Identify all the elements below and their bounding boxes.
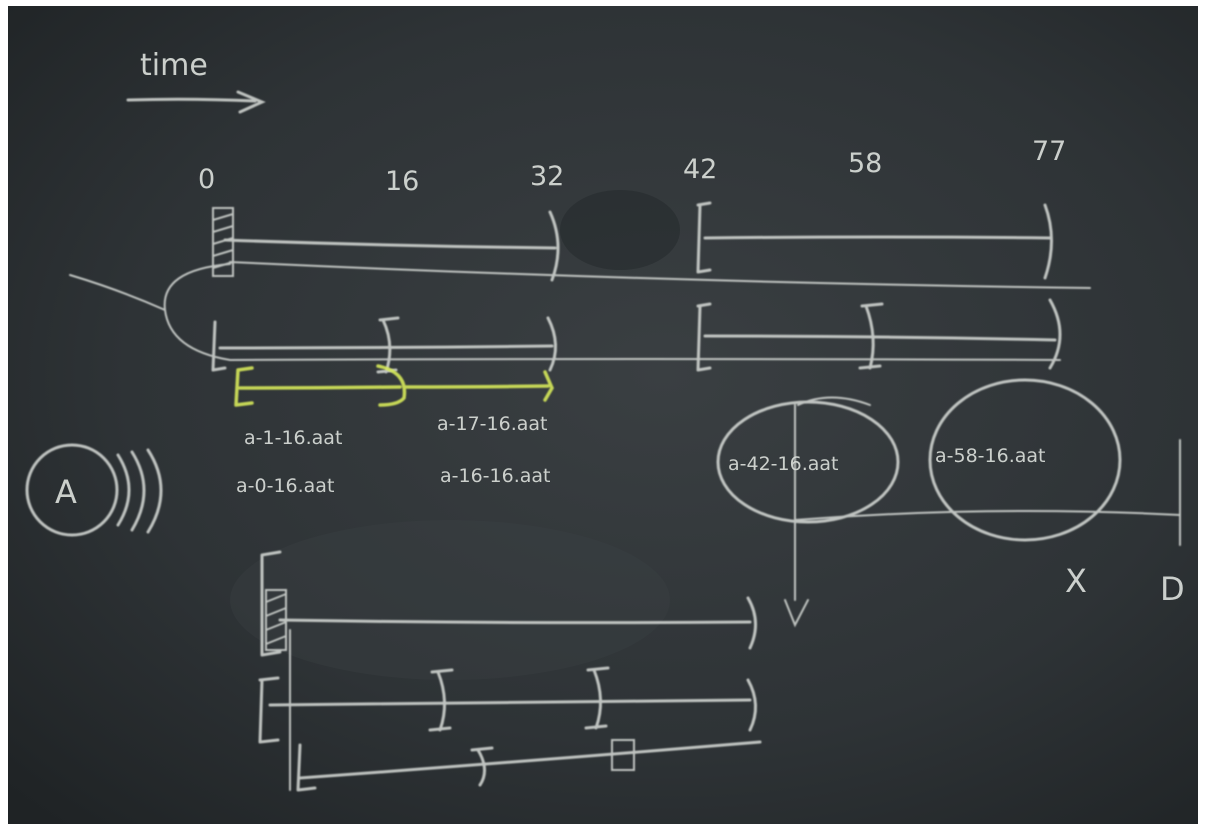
yellow-segment-a [238, 385, 402, 390]
tick-label-42: 42 [683, 154, 717, 185]
yellow-segment-b [403, 384, 550, 389]
grouping-loop [163, 263, 1061, 362]
file-label-circled: a-42-16.aat [728, 453, 838, 475]
axis-vertical [784, 404, 809, 628]
tick-label-58: 58 [848, 148, 882, 179]
tick-label-16: 16 [385, 166, 419, 197]
segment-0-32-row2 [218, 344, 554, 350]
smudge [560, 190, 680, 270]
split-bottom-2a [428, 668, 454, 732]
ripple [130, 450, 146, 532]
time-arrow-head [236, 90, 266, 114]
bracket-42-row2 [696, 302, 712, 372]
ripple [116, 453, 131, 527]
segment-bottom-2 [268, 698, 752, 707]
hatched-block-0 [212, 207, 234, 277]
circle-file-58 [928, 378, 1122, 542]
grouping-tail [69, 274, 166, 311]
bracket-0-row2 [211, 320, 227, 372]
segment-bottom-3 [298, 740, 762, 780]
time-arrow-line [126, 97, 257, 103]
board-surface [8, 6, 1198, 824]
file-label: a-0-16.aat [236, 475, 334, 497]
yellow-bracket-start [234, 366, 254, 407]
grouping-line-top [229, 261, 1091, 289]
split-bottom-3b [611, 739, 635, 771]
bracket-77-row2 [1048, 298, 1062, 370]
file-label: a-16-16.aat [440, 465, 550, 487]
segment-42-77-row2 [703, 334, 1057, 342]
circle-a [25, 443, 119, 537]
bracket-bottom-2-end [746, 678, 757, 732]
segment-bottom-1 [278, 618, 752, 625]
axis-horizontal [794, 510, 1181, 521]
bracket-32-row2 [546, 316, 557, 372]
segment-42-77 [703, 235, 1052, 240]
bracket-bottom-2 [258, 676, 280, 744]
bracket-77 [1043, 203, 1053, 280]
segment-0-32 [223, 238, 557, 250]
ripple [146, 448, 163, 534]
yellow-split [376, 364, 407, 407]
time-label: time [140, 48, 208, 83]
bracket-32 [548, 210, 560, 282]
yellow-bracket-end [543, 370, 554, 402]
bracket-bottom-1-end [746, 596, 757, 650]
split-bottom-2b [584, 666, 610, 730]
bracket-bottom-1 [260, 550, 282, 657]
file-label-circled: a-58-16.aat [935, 445, 1045, 467]
letter-d: D [1160, 570, 1185, 608]
tick-label-77: 77 [1032, 136, 1066, 167]
smudge [230, 520, 670, 680]
circle-letter: A [55, 473, 77, 511]
split-58-row2 [858, 302, 884, 370]
file-label: a-1-16.aat [244, 427, 342, 449]
bracket-42 [696, 201, 712, 274]
tick-label-32: 32 [530, 161, 564, 192]
bracket-bottom-3 [296, 743, 317, 792]
letter-x: X [1065, 562, 1087, 600]
tick-label-0: 0 [198, 164, 215, 195]
split-bottom-3a [470, 746, 494, 787]
file-label: a-17-16.aat [437, 413, 547, 435]
